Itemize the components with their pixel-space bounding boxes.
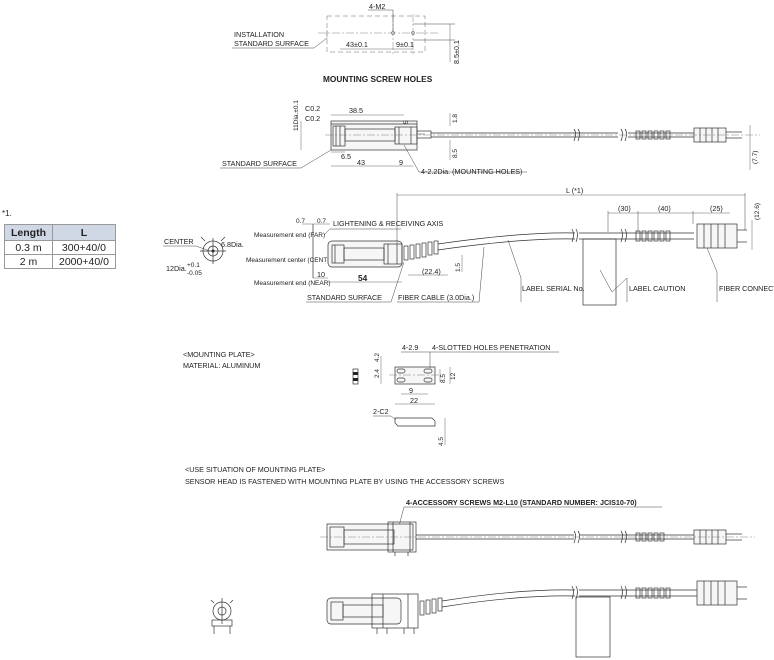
tolerance-minus: -0.05: [187, 270, 202, 277]
fiber-connector-label: FIBER CONNECTOR: [719, 284, 774, 293]
dim-L: L (*1): [566, 186, 583, 195]
dim-11-dia: 11Dia.±0.1: [293, 100, 300, 131]
dia-6-8: 6.8Dia.: [221, 240, 244, 249]
mounting-holes-label: 4-2.2Dia. (MOUNTING HOLES): [421, 167, 522, 176]
plate-dim-4-2: 4.2: [374, 353, 381, 362]
slotted-holes-label: 4-SLOTTED HOLES PENETRATION: [432, 343, 550, 352]
dim-0-7-b: 0.7: [317, 218, 326, 225]
cell-L: 2000+40/0: [52, 254, 116, 269]
front-view-strain-relief: [403, 240, 439, 261]
installation-label: INSTALLATION: [234, 30, 284, 39]
cell-L: 300+40/0: [52, 240, 116, 255]
table-row: 0.3 m 300+40/0: [4, 240, 116, 255]
cell-length: 2 m: [4, 254, 53, 269]
dim-6-5: 6.5: [341, 152, 351, 161]
length-table-note: *1.: [2, 209, 12, 218]
dim-0-7-a: 0.7: [296, 218, 305, 225]
standard-surface-label-top: STANDARD SURFACE: [234, 39, 309, 48]
measurement-center-label: Measurement center (CENTER): [246, 257, 338, 264]
use-situation-view: <USE SITUATION OF MOUNTING PLATE> SENSOR…: [185, 465, 755, 658]
front-view-ribs: [635, 230, 671, 242]
dia-12: 12Dia.: [166, 264, 187, 273]
dim-54: 54: [358, 273, 368, 283]
use-situation-title: <USE SITUATION OF MOUNTING PLATE>: [185, 465, 325, 474]
dim-5: 5: [403, 120, 410, 124]
dim-43-side: 43: [357, 158, 365, 167]
plate-dim-8-5: 8.5: [440, 374, 447, 383]
table-row: 2 m 2000+40/0: [4, 254, 116, 269]
fiber-cable-label: FIBER CABLE (3.0Dia.): [398, 293, 474, 302]
dim-22-4: (22.4): [422, 267, 441, 276]
plate-dim-4-5: 4.5: [438, 437, 445, 446]
length-table: Length L 0.3 m 300+40/0 2 m 2000+40/0: [4, 224, 116, 269]
dim-25: (25): [710, 204, 723, 213]
plate-c2-label: 2-C2: [373, 407, 389, 416]
chamfer-c02a: C0.2: [305, 104, 320, 113]
length-table-header: Length L: [4, 224, 116, 241]
dim-9-side: 9: [399, 158, 403, 167]
dim-8-5: 8.5±0.1: [452, 40, 461, 64]
sensor-front-view: CENTER 6.8Dia. 12Dia. +0.1 -0.05 0.7 0.7…: [163, 186, 774, 306]
dim-7-7: (7.7): [752, 151, 759, 164]
plate-dim-9: 9: [409, 386, 413, 395]
plate-dim-22: 22: [410, 396, 418, 405]
plate-dim-12: 12: [450, 372, 457, 380]
standard-surface-label-side: STANDARD SURFACE: [222, 159, 297, 168]
screw-label: 4-M2: [369, 2, 385, 11]
sensor-side-view: 11Dia.±0.1 C0.2 C0.2 38.5 5 1.8 6.5 43 9…: [220, 100, 760, 176]
dim-8-5-side: 8.5: [452, 149, 459, 158]
use-plan-ribs: [635, 587, 671, 599]
mounting-plate-material: MATERIAL: ALUMINUM: [183, 361, 260, 370]
chamfer-c02b: C0.2: [305, 114, 320, 123]
dim-30: (30): [618, 204, 631, 213]
measurement-near-label: Measurement end (NEAR): [254, 280, 331, 287]
header-length: Length: [4, 224, 53, 241]
center-label: CENTER: [164, 237, 194, 246]
use-plan-strain-relief: [419, 597, 443, 616]
dim-40: (40): [658, 204, 671, 213]
tolerance-plus: +0.1: [187, 262, 200, 269]
mounting-plate-title: <MOUNTING PLATE>: [183, 350, 255, 359]
mounting-screw-holes-title: MOUNTING SCREW HOLES: [323, 74, 433, 84]
measurement-far-label: Measurement end (FAR): [254, 232, 325, 239]
dim-9: 9±0.1: [396, 40, 414, 49]
mounting-plate-view: <MOUNTING PLATE> MATERIAL: ALUMINUM 4.2 …: [183, 343, 559, 446]
plate-dim-4-2-9: 4-2.9: [402, 343, 418, 352]
use-situation-desc: SENSOR HEAD IS FASTENED WITH MOUNTING PL…: [185, 477, 504, 486]
dim-43: 43±0.1: [346, 40, 368, 49]
label-serial: LABEL SERIAL No.: [522, 284, 585, 293]
dim-38-5: 38.5: [349, 106, 363, 115]
dim-1-8: 1.8: [452, 114, 459, 123]
cell-length: 0.3 m: [4, 240, 53, 255]
accessory-screws-label: 4-ACCESSORY SCREWS M2-L10 (STANDARD NUMB…: [406, 498, 637, 507]
dim-1-5: 1.5: [455, 263, 462, 272]
axis-label: LIGHTENING & RECEIVING AXIS: [333, 219, 443, 228]
standard-surface-label-front: STANDARD SURFACE: [307, 293, 382, 302]
header-L: L: [52, 224, 116, 241]
dim-10: 10: [317, 270, 325, 279]
mounting-screw-holes-view: 4-M2 43±0.1 9±0.1 8.5±0.1 INSTALLATION S…: [232, 2, 461, 84]
plate-dim-2-4: 2.4: [374, 369, 381, 378]
dim-12-6: (12.6): [754, 203, 761, 220]
label-caution: LABEL CAUTION: [629, 284, 685, 293]
